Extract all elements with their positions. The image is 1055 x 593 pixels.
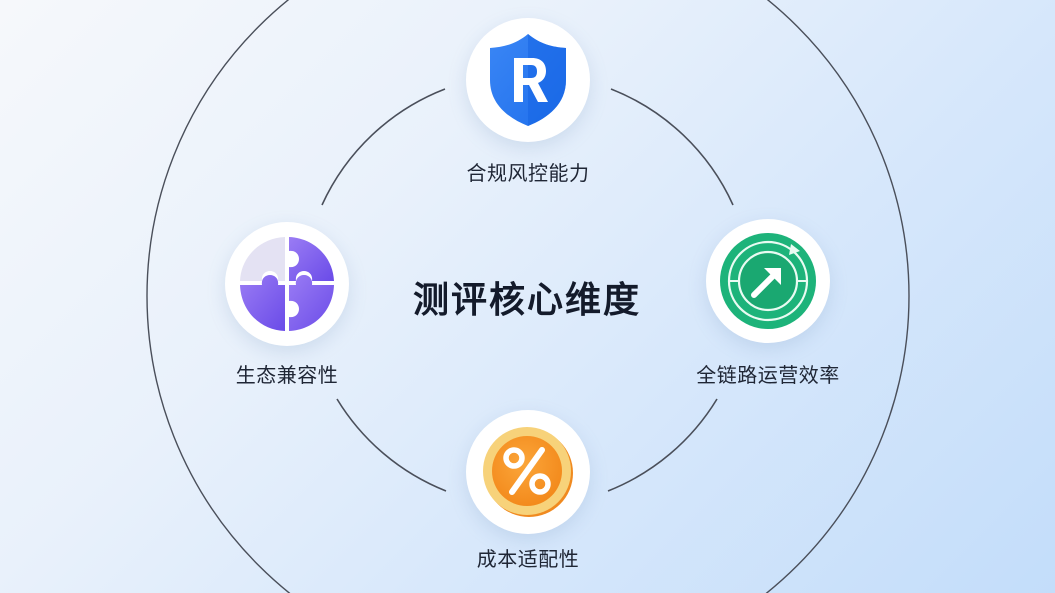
arc-bottom-right [607, 398, 718, 492]
node-ecosystem[interactable] [225, 222, 349, 346]
label-cost: 成本适配性 [476, 547, 580, 571]
node-efficiency[interactable] [706, 219, 830, 343]
shield-r-icon [490, 34, 566, 126]
growth-arrow-icon [720, 233, 816, 329]
puzzle-icon [240, 237, 334, 331]
arc-bottom-left [336, 398, 447, 492]
inner-ring-arcs [321, 88, 734, 492]
center-title: 测评核心维度 [412, 280, 642, 321]
arc-top-left [321, 88, 446, 206]
node-compliance[interactable] [466, 18, 590, 142]
label-efficiency: 全链路运营效率 [696, 363, 840, 387]
node-cost[interactable] [466, 410, 590, 534]
label-ecosystem: 生态兼容性 [235, 363, 339, 387]
outer-ring [146, 0, 910, 593]
label-compliance: 合规风控能力 [466, 161, 590, 185]
arc-top-right [610, 88, 734, 206]
percent-coin-icon [483, 427, 573, 517]
